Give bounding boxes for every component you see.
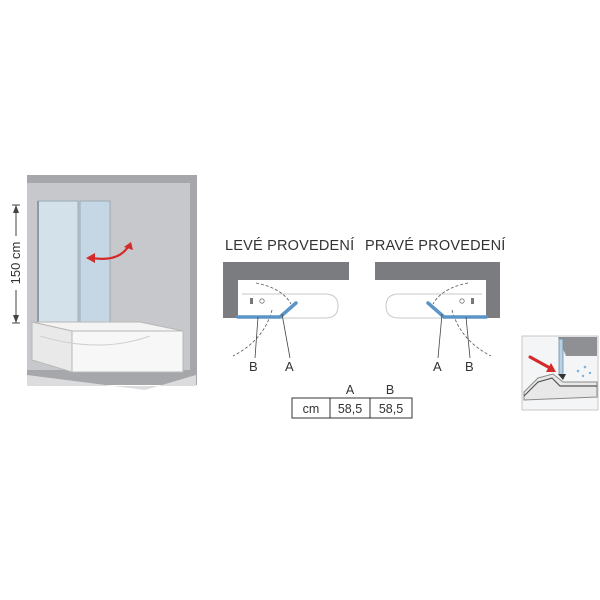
left-plan-label-a: A xyxy=(285,359,294,374)
swing-arrow-head-left xyxy=(86,253,95,263)
left-plan-panel xyxy=(236,301,298,319)
right-plan-leader-b xyxy=(465,316,471,359)
inset-water-drop-4 xyxy=(588,371,592,375)
glass-panel-fixed xyxy=(37,200,79,323)
table-header-b: B xyxy=(386,383,394,397)
right-variant-title: PRAVÉ PROVEDENÍ xyxy=(365,237,506,254)
inset-seal-arrow-head xyxy=(546,363,556,372)
left-plan-label-b: B xyxy=(249,359,258,374)
right-plan-tub-outline xyxy=(385,293,482,319)
right-plan-wall xyxy=(375,262,500,318)
right-plan-panel xyxy=(426,301,488,319)
height-label-bg xyxy=(8,236,24,290)
bath-screen-illustration: 150 cm xyxy=(8,175,197,390)
table-value-b: 58,5 xyxy=(379,402,403,416)
inset-glass xyxy=(558,338,564,376)
left-plan-view: B A xyxy=(223,262,349,374)
right-plan-label-b: B xyxy=(465,359,474,374)
floor xyxy=(27,375,196,390)
swing-arrow-head-right xyxy=(124,242,133,250)
height-dimension-label: 150 cm xyxy=(8,242,23,285)
dimension-table: A B cm 58,5 58,5 xyxy=(291,383,413,419)
left-plan-leader-a xyxy=(281,313,291,359)
right-plan-view: A B xyxy=(375,262,500,374)
table-value-a: 58,5 xyxy=(338,402,362,416)
left-plan-wall xyxy=(223,262,349,318)
left-plan-tub-outline xyxy=(242,293,339,319)
left-plan-hinge-icon xyxy=(250,298,253,304)
inset-water-drop-3 xyxy=(581,374,585,378)
inset-seal xyxy=(558,374,566,380)
left-plan-leader-b xyxy=(254,316,259,359)
table-cell-b xyxy=(369,397,413,419)
seal-detail-inset xyxy=(521,335,599,411)
inset-water-drop-2 xyxy=(583,365,587,369)
height-arrow-up xyxy=(13,205,19,213)
table-unit: cm xyxy=(303,402,320,416)
height-arrow-down xyxy=(13,315,19,323)
swing-arrow-icon xyxy=(91,246,129,260)
bathtub-side xyxy=(71,330,184,373)
left-plan-drain-icon xyxy=(259,298,265,304)
inset-wall xyxy=(558,337,597,356)
right-plan-drain-icon xyxy=(459,298,465,304)
table-header-a: A xyxy=(346,383,355,397)
right-plan-leader-a xyxy=(437,313,443,359)
inset-tub-profile xyxy=(523,377,597,397)
inset-water-drop-1 xyxy=(576,369,580,373)
inset-seal-arrow-icon xyxy=(528,355,552,370)
right-plan-label-a: A xyxy=(433,359,442,374)
right-plan-hinge-icon xyxy=(471,298,474,304)
left-variant-title: LEVÉ PROVEDENÍ xyxy=(225,237,354,254)
bathtub-inner-curve xyxy=(39,335,151,346)
